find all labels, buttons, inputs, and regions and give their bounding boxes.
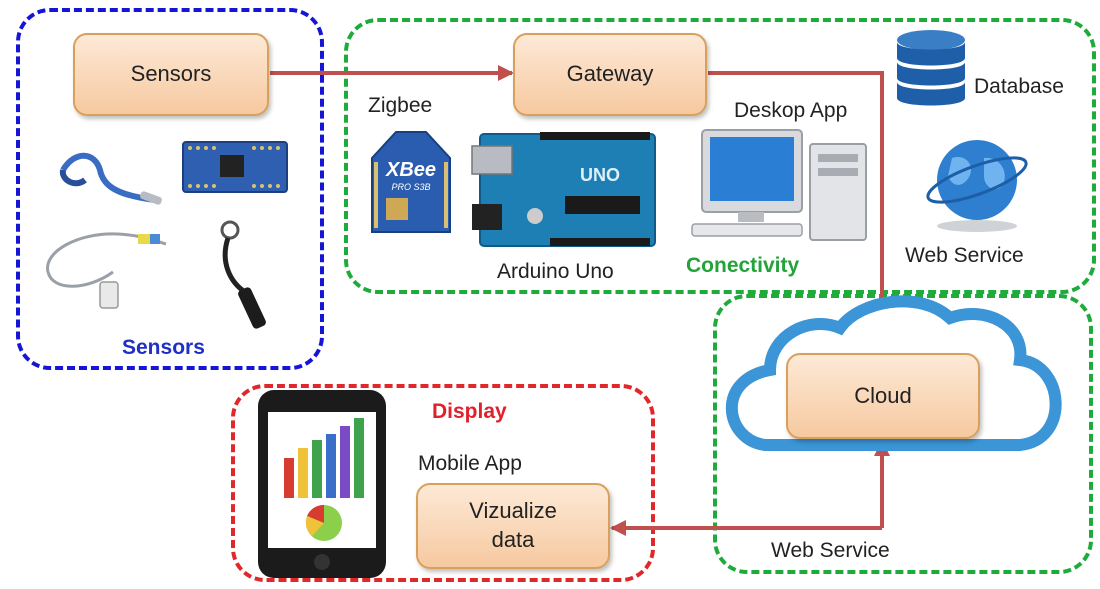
database-icon	[897, 30, 965, 106]
smartphone-icon	[258, 390, 386, 578]
microcontroller-board-icon	[182, 141, 288, 193]
web-service-bottom-label: Web Service	[771, 539, 890, 562]
display-group-label: Display	[432, 400, 507, 423]
wire-sensor-icon	[46, 232, 167, 309]
mobile-app-label: Mobile App	[418, 452, 522, 475]
arrow-gateway-to-cloud	[708, 71, 890, 352]
uno-text: UNO	[580, 165, 620, 185]
xbee-text: XBee	[385, 159, 436, 181]
display-group	[231, 384, 655, 582]
connectivity-group-label: Conectivity	[686, 254, 800, 277]
ph-probe-icon	[220, 220, 266, 329]
web-service-top-label: Web Service	[905, 244, 1024, 267]
cloud-node: Cloud	[786, 353, 980, 439]
visualize-data-node: Vizualize data	[416, 483, 610, 569]
temperature-probe-icon	[59, 152, 162, 205]
desktop-app-label: Deskop App	[734, 99, 848, 122]
xbee-module-icon: XBee PRO S3B	[371, 131, 451, 233]
zigbee-label: Zigbee	[368, 94, 433, 117]
desktop-computer-icon	[691, 129, 867, 241]
xbee-sub-text: PRO S3B	[391, 182, 430, 192]
bar-chart-graphic	[284, 418, 364, 498]
connectivity-group	[344, 18, 1096, 294]
sensors-group-label: Sensors	[122, 336, 205, 359]
arduino-uno-icon: UNO	[471, 132, 656, 247]
sensors-node: Sensors	[73, 33, 269, 116]
gateway-node: Gateway	[513, 33, 707, 116]
globe-icon	[926, 140, 1028, 232]
pie-chart-graphic	[305, 504, 342, 541]
arduino-uno-label: Arduino Uno	[497, 260, 614, 283]
sensors-group	[16, 8, 324, 370]
database-label: Database	[974, 75, 1064, 98]
